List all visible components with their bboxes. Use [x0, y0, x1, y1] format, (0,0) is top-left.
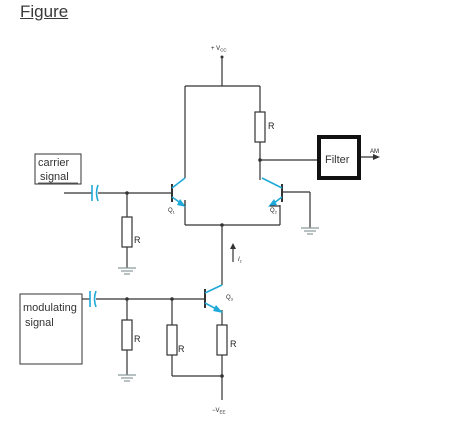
modulating-signal-box	[19, 293, 83, 365]
modulating-label-line1: modulating	[23, 302, 77, 314]
q3-transistor-icon	[204, 284, 223, 313]
junction-dot	[258, 158, 262, 162]
modulating-capacitor-icon	[89, 290, 97, 308]
carrier-signal-box	[34, 153, 82, 185]
figure-title: Figure	[20, 2, 69, 21]
resistor-label-r2: R	[134, 334, 141, 344]
q3-label: Q3	[226, 295, 234, 302]
current-arrow-head	[230, 243, 236, 249]
resistor-label-re: R	[230, 339, 237, 349]
vee-label: −VEE	[212, 408, 226, 415]
carrier-label-line1: carrier	[38, 157, 70, 169]
vcc-label: + VCC	[211, 46, 227, 53]
current-label: I1	[238, 257, 242, 264]
vcc-terminal	[220, 55, 224, 59]
ground-icon	[301, 227, 319, 235]
junction-dot	[220, 223, 224, 227]
q1-label: Q1	[168, 208, 176, 215]
junction-dot	[170, 297, 174, 301]
resistor-label-r3: R	[178, 344, 185, 354]
collector-resistor	[254, 111, 266, 143]
resistor-label-r1: R	[134, 235, 141, 245]
base-resistor-1	[121, 216, 133, 248]
emitter-resistor	[216, 324, 228, 356]
resistor-label-rc: R	[268, 121, 275, 131]
ground-icon	[118, 267, 136, 275]
ground-icon	[118, 374, 136, 382]
junction-dot	[125, 297, 129, 301]
q1-transistor-icon	[171, 177, 186, 207]
am-label: AM	[370, 149, 379, 155]
filter-label: Filter	[325, 154, 350, 166]
base-resistor-2	[121, 319, 133, 351]
carrier-label-line2: signal	[40, 171, 69, 183]
filter-box	[317, 135, 361, 180]
modulating-label-line2: signal	[25, 317, 54, 329]
am-arrow-head	[373, 154, 380, 160]
bias-resistor	[166, 324, 178, 356]
junction-dot	[125, 191, 129, 195]
q2-transistor-icon	[261, 177, 283, 207]
carrier-capacitor-icon	[91, 184, 99, 202]
junction-dot	[220, 374, 224, 378]
q2-label: Q2	[270, 208, 278, 215]
